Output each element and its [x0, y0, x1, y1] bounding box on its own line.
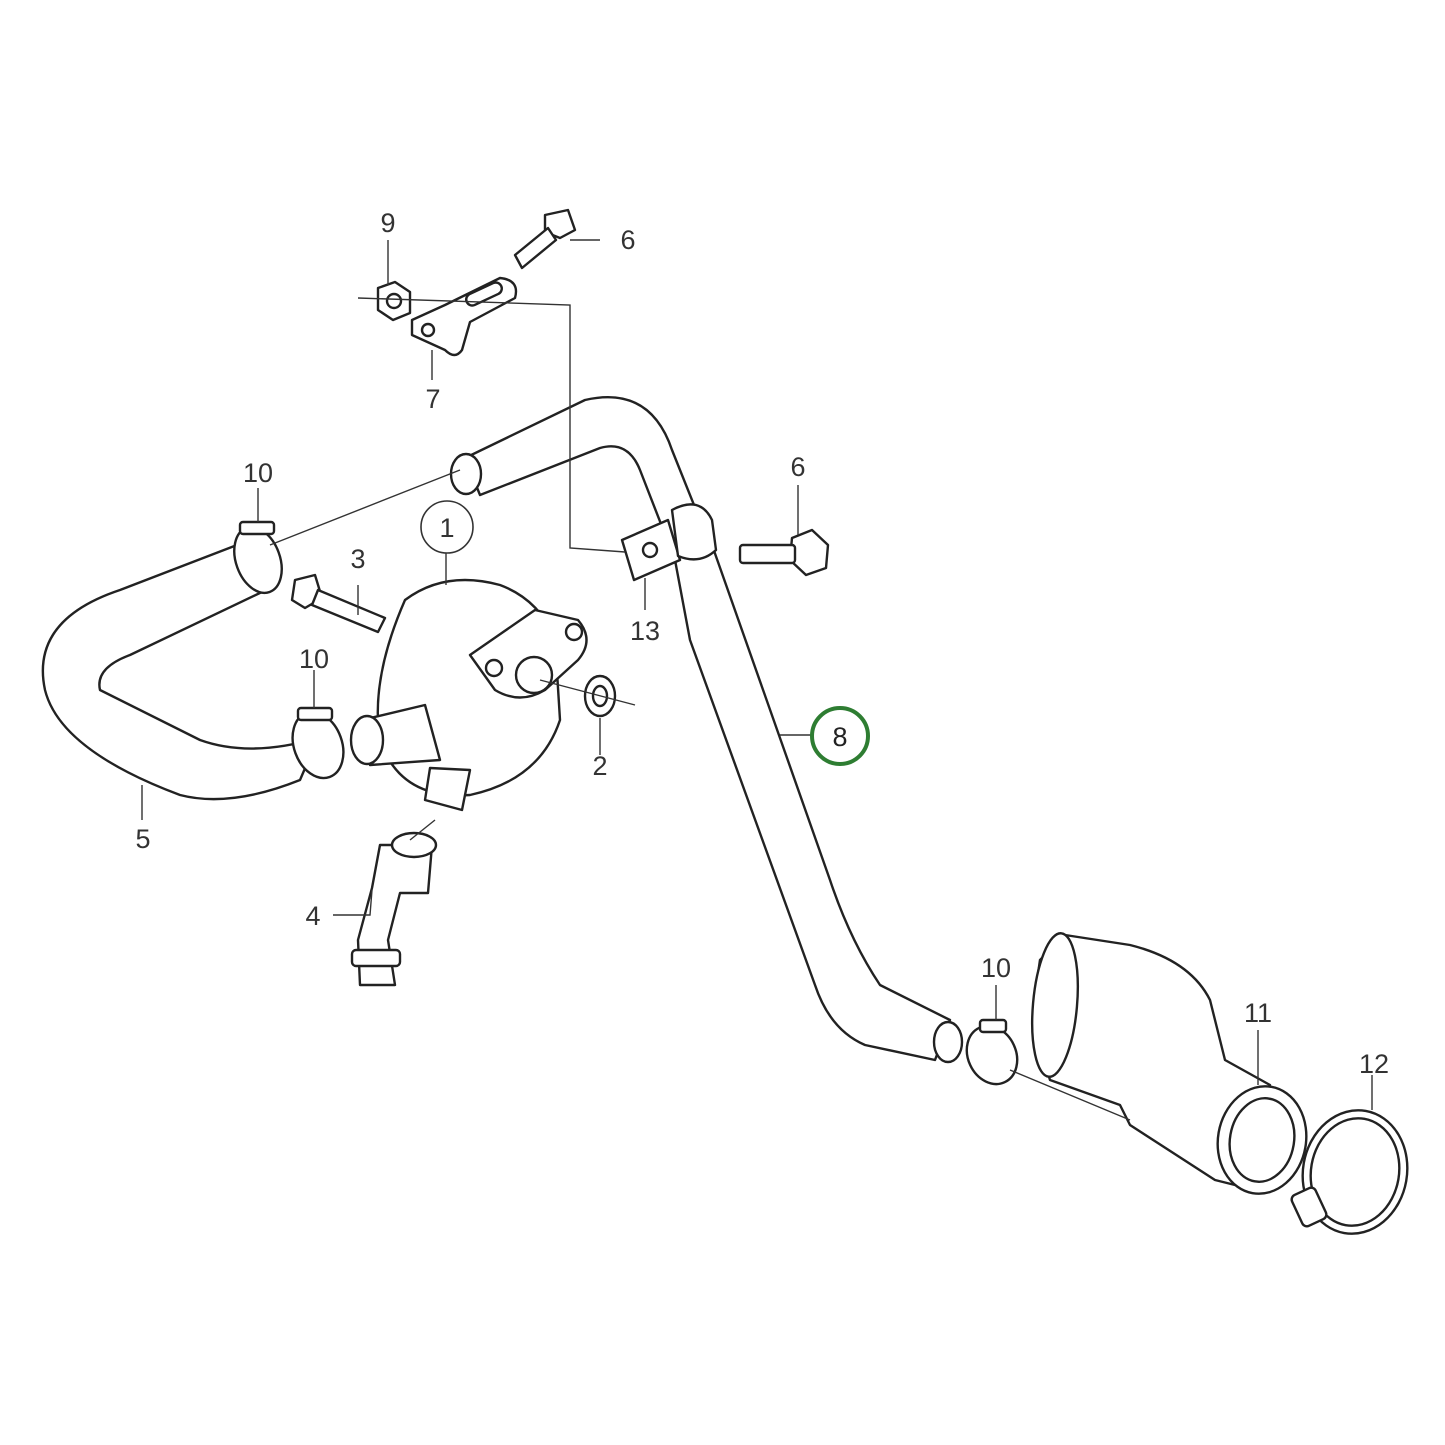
svg-text:11: 11: [1244, 998, 1272, 1028]
hose-part-5[interactable]: [41, 538, 320, 801]
svg-text:1: 1: [439, 513, 454, 543]
svg-text:13: 13: [630, 616, 660, 646]
bolt-part-6-top[interactable]: [513, 208, 577, 270]
svg-text:10: 10: [981, 953, 1011, 983]
svg-text:7: 7: [425, 384, 440, 414]
callout-11: 11: [1244, 998, 1272, 1028]
callout-10-bottom: 10: [981, 953, 1011, 983]
pipe-part-8[interactable]: [449, 396, 964, 1064]
svg-text:4: 4: [305, 901, 320, 931]
svg-text:9: 9: [380, 208, 395, 238]
svg-text:10: 10: [299, 644, 329, 674]
clamp-part-12[interactable]: [1290, 1102, 1417, 1242]
housing-part-1[interactable]: [349, 578, 588, 812]
callout-10-middle: 10: [299, 644, 329, 674]
callout-10-top: 10: [243, 458, 273, 488]
svg-text:6: 6: [620, 225, 635, 255]
clamp-part-10-bottom[interactable]: [958, 1018, 1027, 1093]
fitting-part-4[interactable]: [350, 831, 438, 987]
svg-text:8: 8: [832, 722, 847, 752]
svg-text:10: 10: [243, 458, 273, 488]
svg-text:3: 3: [350, 544, 365, 574]
nut-part-9[interactable]: [376, 280, 412, 322]
callout-6-right: 6: [790, 452, 805, 482]
clamp-part-10-top[interactable]: [226, 520, 291, 600]
callout-9: 9: [380, 208, 395, 238]
bracket-part-7[interactable]: [410, 276, 518, 357]
callout-6-top: 6: [620, 225, 635, 255]
callout-1[interactable]: 1: [420, 500, 474, 554]
callout-8-highlighted[interactable]: 8: [810, 706, 870, 766]
leader-lines: [141, 239, 1373, 1121]
duct-part-11[interactable]: [1027, 931, 1315, 1200]
svg-text:2: 2: [592, 751, 607, 781]
clamp-part-10-middle[interactable]: [284, 705, 352, 785]
callout-5: 5: [135, 824, 150, 854]
callout-2: 2: [592, 751, 607, 781]
callout-7: 7: [425, 384, 440, 414]
callout-4: 4: [305, 901, 320, 931]
bolt-part-3[interactable]: [290, 573, 387, 634]
bolt-part-6-right[interactable]: [738, 528, 830, 577]
callout-13: 13: [630, 616, 660, 646]
svg-text:12: 12: [1359, 1049, 1389, 1079]
svg-text:5: 5: [135, 824, 150, 854]
clip-part-13[interactable]: [620, 503, 718, 582]
svg-text:6: 6: [790, 452, 805, 482]
callout-3: 3: [350, 544, 365, 574]
callout-12: 12: [1359, 1049, 1389, 1079]
